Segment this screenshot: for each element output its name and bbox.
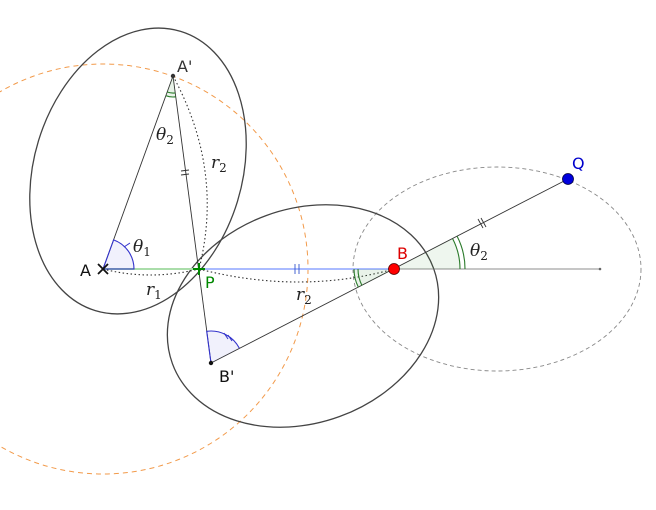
angle-theta2-at-aprime-outer (165, 95, 176, 98)
angle-theta1-tick (123, 242, 131, 248)
label-p: P (205, 273, 215, 292)
label-theta2-b: θ2 (470, 241, 488, 263)
point-aprime-marker[interactable] (170, 73, 176, 79)
tick-p-b (294, 264, 300, 274)
tick-b-q (477, 217, 487, 229)
label-r1: r1 (146, 280, 162, 302)
label-q: Q (572, 154, 585, 173)
dotted-arc-r2-lower (198, 268, 395, 283)
angle-theta2-at-b-arc1 (452, 238, 461, 270)
point-q-marker[interactable] (562, 173, 574, 185)
angle-theta2-at-b (394, 238, 461, 269)
label-r2-upper: r2 (211, 153, 227, 175)
axis-end (598, 267, 602, 271)
label-theta1: θ1 (133, 237, 151, 259)
segment-a-aprime (102, 75, 174, 270)
label-aprime: A' (177, 57, 192, 76)
angle-bprime-tick-1 (223, 332, 229, 340)
ellipse-b (166, 204, 440, 428)
angle-theta2-at-aprime (167, 91, 176, 94)
point-b-marker[interactable] (388, 263, 400, 275)
angle-at-b-inner-arc2 (357, 268, 363, 286)
angle-at-bprime (206, 330, 240, 364)
point-a-marker[interactable] (97, 263, 109, 275)
dotted-arc-r2-upper (172, 75, 208, 270)
label-a: A (80, 261, 91, 280)
angle-bprime-tick-2 (227, 334, 233, 342)
angle-theta2-at-b-arc2 (456, 236, 466, 270)
angle-theta1-at-a (102, 239, 135, 270)
label-theta2-aprime: θ2 (156, 125, 174, 147)
label-b: B (397, 244, 408, 263)
point-bprime-marker[interactable] (208, 360, 214, 366)
label-r2-lower: r2 (296, 285, 312, 307)
segment-aprime-bprime (172, 75, 212, 364)
point-p-marker[interactable] (193, 263, 205, 275)
angle-fill-aprime (165, 76, 176, 97)
tick-aprime-p (180, 169, 190, 176)
ellipse-a (29, 27, 247, 315)
angle-at-b-inner-arc1 (353, 268, 359, 288)
label-bprime: B' (219, 367, 234, 386)
angle-at-b-inner (353, 269, 394, 288)
